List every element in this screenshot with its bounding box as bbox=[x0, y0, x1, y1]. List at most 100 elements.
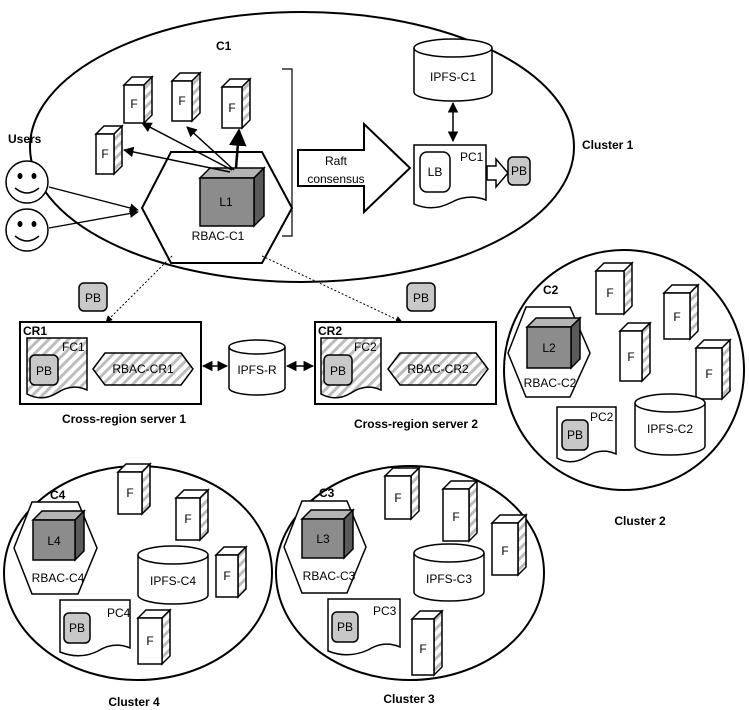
c4-follower-1: F bbox=[116, 462, 152, 516]
pb-cr2-box bbox=[323, 354, 353, 386]
c2-follower-4: F bbox=[694, 338, 732, 401]
ipfs-r-label: IPFS-R bbox=[237, 363, 277, 377]
pb-c2-box bbox=[561, 419, 589, 451]
pb-c2-label: PB bbox=[567, 428, 583, 442]
follower-4: F bbox=[94, 124, 124, 176]
c2-follower-2: F bbox=[662, 283, 700, 341]
follower-1-label: F bbox=[130, 97, 137, 111]
arrow-l1-f2 bbox=[186, 126, 235, 171]
cr1-id: CR1 bbox=[23, 324, 47, 338]
follower-4-label: F bbox=[101, 147, 108, 161]
users-group: Users bbox=[5, 132, 139, 252]
rbac-cr1-hexagon bbox=[92, 352, 194, 386]
pc1-to-pb-arrow bbox=[486, 156, 509, 190]
c3-follower-2: F bbox=[441, 479, 479, 543]
arrow-l1-f3 bbox=[229, 128, 247, 169]
pb-c4-label: PB bbox=[69, 621, 85, 635]
cluster-1-id: C1 bbox=[216, 39, 232, 53]
raft-label-line1: Raft bbox=[325, 154, 348, 168]
arrow-l1-f1 bbox=[141, 122, 233, 171]
cross-region-server-2: CR2 FC2 PB RBAC-CR2 Cross-region server … bbox=[314, 321, 497, 431]
pc1-label: PC1 bbox=[460, 150, 484, 164]
leader-l3-cube: L3 bbox=[300, 508, 355, 560]
c2-follower-1: F bbox=[594, 261, 634, 316]
ipfs-c3-label: IPFS-C3 bbox=[426, 572, 472, 586]
c3-follower-4: F bbox=[410, 609, 444, 677]
ipfs-c1-label: IPFS-C1 bbox=[430, 70, 476, 84]
arrow-l1-f4 bbox=[122, 146, 231, 173]
ipfs-c4-label: IPFS-C4 bbox=[150, 574, 196, 588]
rbac-c4-label: RBAC-C4 bbox=[32, 571, 85, 585]
follower-3: F bbox=[220, 77, 252, 130]
follower-1: F bbox=[122, 75, 154, 125]
cluster-1-caption: Cluster 1 bbox=[582, 138, 634, 152]
c2-follower-2-label: F bbox=[673, 310, 680, 324]
pb-floating-2 bbox=[406, 282, 436, 312]
c3-follower-1-label: F bbox=[394, 491, 401, 505]
cluster-1: C1 Cluster 1 F F F F bbox=[29, 11, 634, 283]
pb-cr1-box bbox=[29, 354, 59, 386]
cluster-1-boundary bbox=[29, 11, 575, 283]
cluster-3-id: C3 bbox=[319, 486, 335, 500]
pb-floating-1-label: PB bbox=[85, 291, 101, 305]
pc3-label: PC3 bbox=[373, 604, 397, 618]
follower-group-bracket bbox=[282, 68, 293, 237]
rbac-c2-label: RBAC-C2 bbox=[524, 376, 577, 390]
c4-follower-2-label: F bbox=[184, 512, 191, 526]
fc1-label: FC1 bbox=[62, 340, 85, 354]
follower-3-label: F bbox=[228, 101, 235, 115]
cluster-4-caption: Cluster 4 bbox=[108, 695, 160, 709]
pb-floating-1 bbox=[78, 282, 108, 312]
arrow-user1-rbac bbox=[48, 186, 139, 213]
cluster-2-boundary bbox=[503, 249, 745, 491]
c4-follower-2: F bbox=[174, 488, 210, 542]
c4-follower-3-label: F bbox=[223, 569, 230, 583]
follower-2-label: F bbox=[178, 94, 185, 108]
raft-label-line2: consensus bbox=[307, 172, 364, 186]
cluster-4: C4 Cluster 4 L4 RBAC-C4 F F F bbox=[3, 462, 273, 709]
fc2-label: FC2 bbox=[354, 340, 377, 354]
leader-l4-label: L4 bbox=[47, 534, 61, 548]
pb-c4-box bbox=[63, 612, 91, 644]
users-label: Users bbox=[8, 132, 42, 146]
pb-c3-label: PB bbox=[337, 620, 353, 634]
cluster-3: C3 Cluster 3 L3 RBAC-C3 F F F bbox=[275, 465, 545, 706]
pc2-label: PC2 bbox=[590, 410, 614, 424]
ipfs-c4-cylinder: IPFS-C4 bbox=[137, 545, 209, 605]
pb-cr2-label: PB bbox=[330, 364, 346, 378]
lb-label: LB bbox=[428, 165, 443, 179]
cluster-2-id: C2 bbox=[543, 283, 559, 297]
pb-cr1-label: PB bbox=[36, 364, 52, 378]
user-1-smiley-icon bbox=[5, 160, 49, 204]
ipfs-c3-cylinder: IPFS-C3 bbox=[413, 543, 485, 602]
lb-box bbox=[419, 151, 451, 193]
cluster-4-id: C4 bbox=[50, 488, 66, 502]
c4-follower-1-label: F bbox=[126, 486, 133, 500]
pb-c1-label: PB bbox=[511, 164, 527, 178]
cross-region-server-1: CR1 FC1 PB RBAC-CR1 Cross-region server … bbox=[19, 321, 202, 426]
ipfs-c2-label: IPFS-C2 bbox=[647, 422, 693, 436]
rbac-cr2-label: RBAC-CR2 bbox=[407, 362, 469, 376]
c3-follower-2-label: F bbox=[452, 510, 459, 524]
user-2-smiley-icon bbox=[5, 208, 49, 252]
c2-follower-4-label: F bbox=[705, 367, 712, 381]
pc4-label: PC4 bbox=[107, 606, 131, 620]
leader-l2-cube: L2 bbox=[525, 316, 582, 370]
cluster-3-boundary bbox=[275, 465, 545, 681]
cluster-2-caption: Cluster 2 bbox=[614, 514, 666, 528]
c3-follower-1: F bbox=[383, 466, 421, 521]
c3-follower-4-label: F bbox=[419, 642, 426, 656]
leader-l1-cube: L1 bbox=[198, 166, 266, 228]
c3-follower-3-label: F bbox=[501, 544, 508, 558]
rbac-cr1-label: RBAC-CR1 bbox=[112, 362, 174, 376]
cr2-id: CR2 bbox=[318, 324, 342, 338]
rbac-cr2-hexagon bbox=[387, 352, 489, 386]
dotted-link-cr1 bbox=[105, 255, 173, 323]
follower-2: F bbox=[170, 71, 202, 123]
c3-follower-3: F bbox=[490, 513, 528, 577]
ipfs-c2-cylinder: IPFS-C2 bbox=[634, 393, 706, 456]
dotted-link-cr2 bbox=[261, 255, 403, 323]
c2-follower-3-label: F bbox=[627, 350, 634, 364]
cr2-caption: Cross-region server 2 bbox=[354, 417, 478, 431]
